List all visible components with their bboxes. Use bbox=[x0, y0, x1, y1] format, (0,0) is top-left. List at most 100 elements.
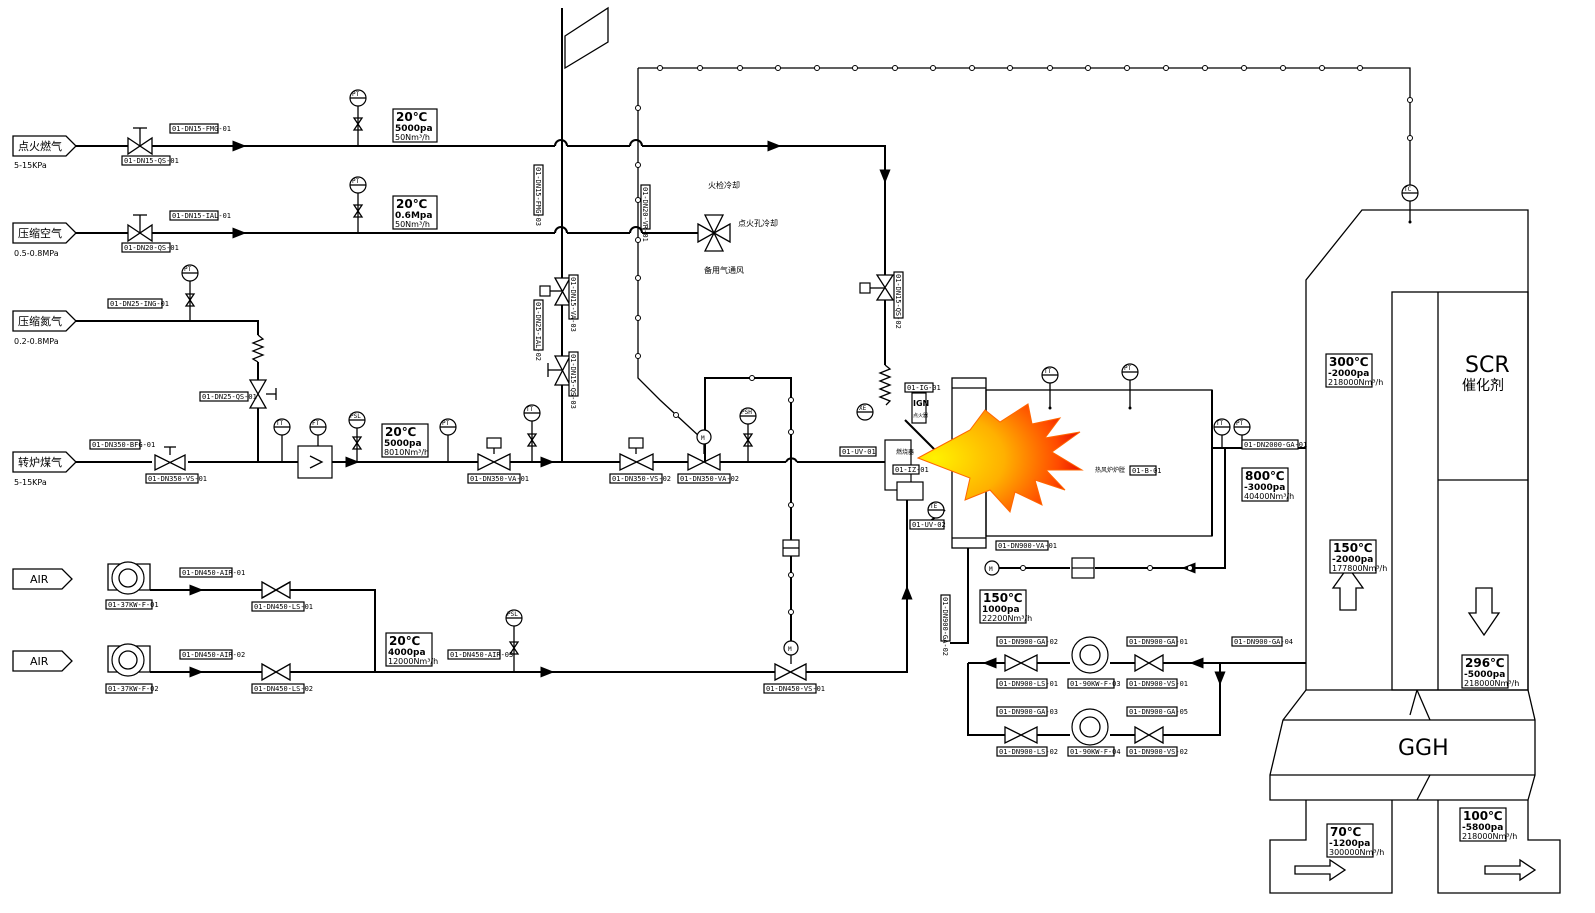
svg-text:01-DN900-GA-03: 01-DN900-GA-03 bbox=[999, 708, 1058, 716]
svg-text:01-DN900-LS-02: 01-DN900-LS-02 bbox=[999, 748, 1058, 756]
instrument-tt4: TT bbox=[1213, 418, 1231, 448]
svg-text:-2000pa: -2000pa bbox=[1332, 555, 1373, 565]
svg-text:70℃: 70℃ bbox=[1330, 825, 1361, 839]
svg-text:01-DN900-VS-01: 01-DN900-VS-01 bbox=[1129, 680, 1188, 688]
svg-text:01-90KW-F-03: 01-90KW-F-03 bbox=[1070, 680, 1121, 688]
svg-text:01-DN450-LS-02: 01-DN450-LS-02 bbox=[254, 685, 313, 693]
svg-text:01-DN350-BFG-01: 01-DN350-BFG-01 bbox=[92, 441, 155, 449]
svg-text:300℃: 300℃ bbox=[1329, 355, 1369, 369]
svg-text:01-DN900-GA-02: 01-DN900-GA-02 bbox=[999, 638, 1058, 646]
svg-text:FT: FT bbox=[312, 420, 320, 427]
inlet-nitrogen: 压缩氮气 0.2-0.8MPa bbox=[12, 310, 77, 346]
recirc-fan-2 bbox=[1071, 708, 1109, 746]
svg-text:218000Nm³/h: 218000Nm³/h bbox=[1328, 378, 1383, 387]
svg-text:-1200pa: -1200pa bbox=[1329, 839, 1370, 849]
inlet-ignition-gas: 点火燃气 5-15KPa bbox=[12, 135, 77, 170]
condition-ggh-out: 100℃ -5800pa 218000Nm³/h bbox=[1459, 807, 1517, 842]
ggh: GGH bbox=[1269, 689, 1561, 894]
condition-main-line: 20℃ 5000pa 8010Nm³/h bbox=[381, 423, 429, 458]
instruments: PT PT PT TT FT PSL PT TT PSH XE TE TT PT… bbox=[181, 89, 1419, 672]
svg-text:20℃: 20℃ bbox=[396, 110, 427, 124]
recirc-fan-1 bbox=[1071, 636, 1109, 674]
air-fan-2 bbox=[107, 643, 151, 677]
instrument-pt3: PT bbox=[181, 264, 199, 321]
condition-scr-top: 300℃ -2000pa 218000Nm³/h bbox=[1325, 353, 1383, 388]
svg-text:01-DN25-ING-01: 01-DN25-ING-01 bbox=[110, 300, 169, 308]
svg-text:4000pa: 4000pa bbox=[388, 648, 426, 658]
instrument-pt5: PT bbox=[1121, 363, 1139, 410]
stack-valve-1 bbox=[539, 277, 572, 306]
svg-text:01-DN20-VR-01: 01-DN20-VR-01 bbox=[641, 187, 649, 242]
vertical-tags: 01-DN15-FMG-03 01-DN15-VA-03 01-DN25-IAL… bbox=[533, 164, 951, 656]
svg-text:177800Nm³/h: 177800Nm³/h bbox=[1332, 564, 1387, 573]
pipe-network bbox=[76, 67, 1411, 736]
condition-recirc: 150℃ 1000pa 22200Nm³/h bbox=[979, 589, 1032, 624]
instrument-pt1: PT bbox=[349, 89, 367, 146]
instrument-tt5: TC bbox=[1401, 184, 1419, 224]
annotation-burner: 燃烧器 bbox=[896, 448, 914, 456]
svg-text:218000Nm³/h: 218000Nm³/h bbox=[1464, 679, 1519, 688]
svg-text:01-UV-02: 01-UV-02 bbox=[912, 521, 946, 529]
svg-text:01-DN350-VS-02: 01-DN350-VS-02 bbox=[612, 475, 671, 483]
svg-text:01-DN15-FMG-03: 01-DN15-FMG-03 bbox=[534, 167, 542, 226]
svg-text:-5000pa: -5000pa bbox=[1464, 670, 1505, 680]
inlet-compressed-air-label: 压缩空气 bbox=[18, 226, 62, 240]
air-fan-1 bbox=[107, 561, 151, 595]
ggh-label: GGH bbox=[1398, 736, 1449, 761]
motor-damper: M bbox=[984, 557, 1095, 579]
svg-text:01-DN900-GA-05: 01-DN900-GA-05 bbox=[1129, 708, 1188, 716]
svg-text:01-DN350-VS-01: 01-DN350-VS-01 bbox=[148, 475, 207, 483]
flow-meter bbox=[297, 445, 333, 479]
annotation-flame-cooling: 火检冷却 bbox=[708, 180, 740, 190]
svg-text:TE: TE bbox=[930, 503, 938, 510]
svg-text:1000pa: 1000pa bbox=[982, 605, 1020, 615]
svg-text:40400Nm³/h: 40400Nm³/h bbox=[1244, 492, 1294, 501]
svg-text:PT: PT bbox=[442, 420, 450, 427]
svg-text:01-DN350-VA-01: 01-DN350-VA-01 bbox=[470, 475, 529, 483]
inlet-converter-gas-pressure: 5-15KPa bbox=[14, 478, 47, 487]
annotation-spare-vent: 备用气通风 bbox=[704, 265, 744, 275]
svg-text:5000pa: 5000pa bbox=[384, 439, 422, 449]
svg-text:01-DN450-VS-01: 01-DN450-VS-01 bbox=[766, 685, 825, 693]
gas-ball-valve bbox=[127, 127, 153, 156]
svg-text:100℃: 100℃ bbox=[1463, 809, 1503, 823]
main-gas-valve-1 bbox=[154, 446, 186, 472]
inlet-compressed-air-pressure: 0.5-0.8MPa bbox=[14, 249, 59, 258]
svg-text:01-DN25-IAL-02: 01-DN25-IAL-02 bbox=[534, 302, 542, 361]
svg-text:PT: PT bbox=[1236, 420, 1244, 427]
annotation-ign: IGN bbox=[913, 399, 929, 408]
instrument-xe1: XE bbox=[856, 403, 874, 421]
condition-boxes: 20℃ 5000pa 50Nm³/h 20℃ 0.6Mpa 50Nm³/h 20… bbox=[381, 108, 1519, 858]
inlet-ignition-gas-label: 点火燃气 bbox=[18, 139, 62, 153]
svg-text:01-DN15-VA-03: 01-DN15-VA-03 bbox=[569, 277, 577, 332]
svg-text:01-DN15-QS-03: 01-DN15-QS-03 bbox=[569, 354, 577, 409]
svg-text:TT: TT bbox=[1044, 368, 1052, 375]
annotations: 火检冷却 点火孔冷却 备用气通风 燃烧器 热风炉炉膛 IGN 点火器 bbox=[704, 180, 1125, 474]
svg-text:01-DN15-QS-02: 01-DN15-QS-02 bbox=[894, 274, 902, 329]
svg-text:01-DN15-IAL-01: 01-DN15-IAL-01 bbox=[172, 212, 231, 220]
svg-text:PSL: PSL bbox=[507, 611, 518, 618]
instrument-psl2: PSL bbox=[505, 609, 523, 672]
svg-text:M: M bbox=[989, 566, 993, 573]
inlet-air-2: AIR bbox=[12, 650, 73, 672]
vent-stack bbox=[561, 6, 609, 70]
instrument-pt2: PT bbox=[349, 176, 367, 233]
svg-text:-5800pa: -5800pa bbox=[1462, 823, 1503, 833]
svg-text:PT: PT bbox=[352, 91, 360, 98]
svg-text:-3000pa: -3000pa bbox=[1244, 483, 1285, 493]
inlet-nitrogen-label: 压缩氮气 bbox=[18, 314, 62, 328]
equipment-tags: 01-DN15-FMG-01 01-DN15-QS-01 01-DN15-IAL… bbox=[89, 123, 1307, 757]
three-way-valve bbox=[697, 214, 731, 252]
instrument-psh1: PSH bbox=[739, 407, 757, 462]
inlet-converter-gas: 转炉煤气 5-15KPa bbox=[12, 451, 77, 487]
svg-text:-2000pa: -2000pa bbox=[1328, 369, 1369, 379]
svg-text:01-DN15-FMG-01: 01-DN15-FMG-01 bbox=[172, 125, 231, 133]
inlet-air-2-label: AIR bbox=[30, 655, 49, 668]
inlet-air-1: AIR bbox=[12, 568, 73, 590]
cooling-damper bbox=[782, 539, 800, 557]
instrument-tt3: TT bbox=[1041, 366, 1059, 410]
main-gas-valve-2 bbox=[477, 437, 511, 472]
instrument-ft1: FT bbox=[309, 418, 327, 446]
condition-ggh-in: 70℃ -1200pa 300000Nm³/h bbox=[1326, 823, 1384, 858]
fan-line-motor-valve: M bbox=[774, 640, 807, 682]
